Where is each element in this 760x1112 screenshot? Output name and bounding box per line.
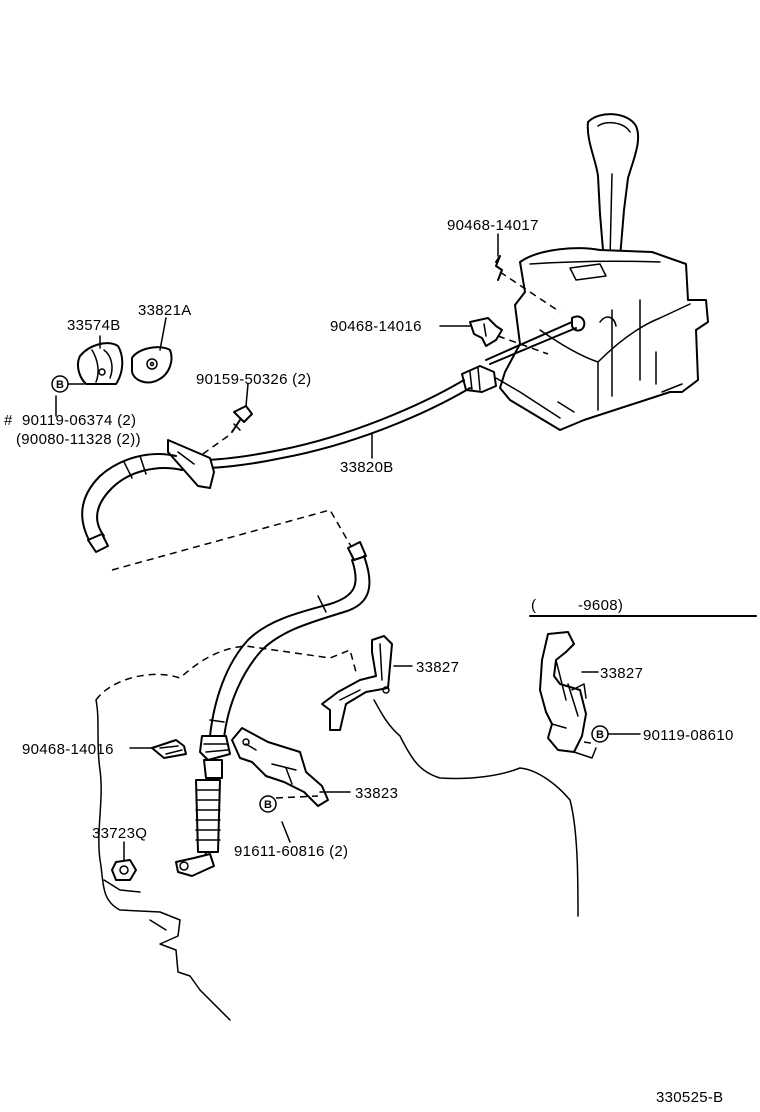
part-33821A	[131, 346, 173, 384]
label-33827-alt: 33827	[600, 665, 643, 682]
callout-b-1: B	[51, 375, 69, 393]
clip-90468-14016-top	[469, 317, 549, 355]
svg-text:B: B	[56, 379, 64, 391]
callout-b-3: B	[259, 795, 277, 813]
label-range-open: (	[531, 597, 536, 614]
clip-90468-14016-bottom	[151, 739, 187, 759]
cable-connection-dashed	[111, 509, 353, 571]
label-90119-06374: 90119-06374 (2)	[22, 412, 136, 429]
transmission-outline	[95, 645, 579, 1021]
label-90468-14016-bottom: 90468-14016	[22, 741, 114, 758]
svg-text:B: B	[596, 729, 604, 741]
label-33823: 33823	[355, 785, 398, 802]
label-range-end: -9608)	[578, 597, 623, 614]
leader-lines	[55, 233, 641, 861]
label-33820B: 33820B	[340, 459, 394, 476]
alt-range-bracket	[529, 615, 757, 759]
label-90468-14017: 90468-14017	[447, 217, 539, 234]
label-ref-code: 330525-B	[656, 1089, 723, 1106]
bolt-90159-50326	[199, 405, 253, 457]
control-cable-lower	[175, 541, 371, 877]
bracket-33823	[231, 727, 329, 807]
bracket-33827-main	[321, 635, 393, 731]
label-90468-14016-top: 90468-14016	[330, 318, 422, 335]
part-33574B	[77, 342, 124, 385]
callout-b-2: B	[591, 725, 609, 743]
label-90080-11328: (90080-11328 (2))	[16, 431, 141, 448]
label-90159-50326: 90159-50326 (2)	[196, 371, 311, 388]
label-33723Q: 33723Q	[92, 825, 147, 842]
label-91611-60816: 91611-60816 (2)	[234, 843, 348, 860]
label-33821A: 33821A	[138, 302, 192, 319]
label-33827-main: 33827	[416, 659, 459, 676]
svg-text:B: B	[264, 799, 272, 811]
control-cable-33820B	[81, 379, 471, 553]
label-90119-08610: 90119-08610	[643, 727, 734, 744]
shift-lever-assembly	[499, 113, 709, 431]
label-hash: #	[4, 412, 13, 429]
nut-33723Q	[111, 859, 137, 881]
label-33574B: 33574B	[67, 317, 121, 334]
clip-90468-14017	[495, 255, 561, 313]
